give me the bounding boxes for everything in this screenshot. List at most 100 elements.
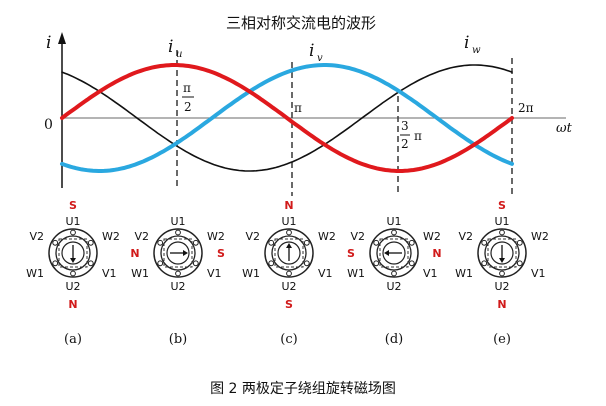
slot-icon <box>481 239 488 246</box>
stator-outer-ring <box>153 228 203 278</box>
current-sub-u: u <box>176 49 182 60</box>
slot-icon <box>52 260 59 267</box>
stator-inner-ring <box>271 235 307 271</box>
pi-label: π <box>294 101 302 115</box>
coil-outline <box>379 238 409 268</box>
winding-label-w2: W2 <box>531 230 549 243</box>
winding-label-w2: W2 <box>423 230 441 243</box>
current-labels: i u i v i w <box>168 33 481 64</box>
winding-label-v2: V2 <box>29 230 44 243</box>
slot-icon <box>516 239 523 246</box>
slot-icon <box>373 239 380 246</box>
slot-icon <box>481 260 488 267</box>
stator-outer-ring <box>264 228 314 278</box>
pi-half-numerator: π <box>183 81 191 95</box>
slot-icon <box>303 239 310 246</box>
winding-label-u1: U1 <box>386 215 401 228</box>
y-axis-label: i <box>46 33 51 53</box>
winding-label-u1: U1 <box>65 215 80 228</box>
slot-icon <box>268 260 275 267</box>
winding-label-w1: W1 <box>455 267 473 280</box>
pole-right-label: N <box>432 247 441 260</box>
flux-arrowhead-icon <box>499 258 505 263</box>
winding-label-w2: W2 <box>318 230 336 243</box>
origin-label: 0 <box>44 117 53 133</box>
pole-top-label: S <box>498 199 506 212</box>
rotor-ring <box>166 241 190 265</box>
waveform-curves <box>60 63 514 173</box>
flux-arrowhead-icon <box>384 250 389 256</box>
winding-label-u2: U2 <box>170 280 185 293</box>
winding-label-v2: V2 <box>350 230 365 243</box>
flux-arrowhead-icon <box>70 258 76 263</box>
pole-top-label: N <box>284 199 293 212</box>
rotor-ring <box>382 241 406 265</box>
slot-icon <box>286 229 292 236</box>
slot-icon <box>408 239 415 246</box>
coil-outline <box>58 238 88 268</box>
coil-outline <box>163 238 193 268</box>
winding-label-v2: V2 <box>245 230 260 243</box>
panel-tag: (a) <box>64 332 82 347</box>
slot-icon <box>192 260 199 267</box>
winding-label-w2: W2 <box>102 230 120 243</box>
winding-label-v1: V1 <box>318 267 333 280</box>
slot-icon <box>192 239 199 246</box>
stator-inner-ring <box>484 235 520 271</box>
slot-icon <box>373 260 380 267</box>
winding-label-u1: U1 <box>494 215 509 228</box>
slot-icon <box>268 239 275 246</box>
slot-icon <box>70 229 76 236</box>
panel-tag: (e) <box>493 332 511 347</box>
current-curve-w <box>61 64 513 172</box>
pole-top-label: S <box>69 199 77 212</box>
winding-label-v1: V1 <box>531 267 546 280</box>
two-pi-label: 2π <box>518 101 534 115</box>
three-half-numerator: 3 <box>401 119 409 133</box>
winding-label-u2: U2 <box>281 280 296 293</box>
angle-marks: π 2 π 3 2 π 2π <box>182 81 534 151</box>
rotor-ring <box>490 241 514 265</box>
winding-label-v1: V1 <box>102 267 117 280</box>
pole-left-label: S <box>347 247 355 260</box>
three-half-pi-label: π <box>414 129 422 143</box>
coil-outline <box>274 238 304 268</box>
winding-label-w1: W1 <box>131 267 149 280</box>
winding-label-w2: W2 <box>207 230 225 243</box>
slot-icon <box>516 260 523 267</box>
slot-icon <box>408 260 415 267</box>
figure-title: 三相对称交流电的波形 <box>226 14 376 32</box>
current-label-v: i <box>309 41 314 61</box>
pole-bottom-label: S <box>285 298 293 311</box>
current-curve-v <box>60 63 514 173</box>
slot-icon <box>175 229 181 236</box>
rotor-ring <box>277 241 301 265</box>
slot-icon <box>70 270 76 277</box>
slot-icon <box>175 270 181 277</box>
current-label-w: i <box>464 33 469 53</box>
y-axis-arrow-icon <box>58 32 66 44</box>
panel-tag: (c) <box>280 332 297 347</box>
stator-inner-ring <box>160 235 196 271</box>
rotor-ring <box>61 241 85 265</box>
pole-bottom-label: N <box>497 298 506 311</box>
slot-icon <box>157 239 164 246</box>
slot-icon <box>286 270 292 277</box>
slot-icon <box>303 260 310 267</box>
phase-dashed-lines <box>176 50 513 196</box>
slot-icon <box>391 229 397 236</box>
pole-left-label: N <box>130 247 139 260</box>
x-axis-label: ωt <box>556 121 573 136</box>
slot-icon <box>157 260 164 267</box>
current-sub-v: v <box>317 53 323 64</box>
winding-label-w1: W1 <box>26 267 44 280</box>
flux-arrowhead-icon <box>183 250 188 256</box>
winding-label-w1: W1 <box>347 267 365 280</box>
